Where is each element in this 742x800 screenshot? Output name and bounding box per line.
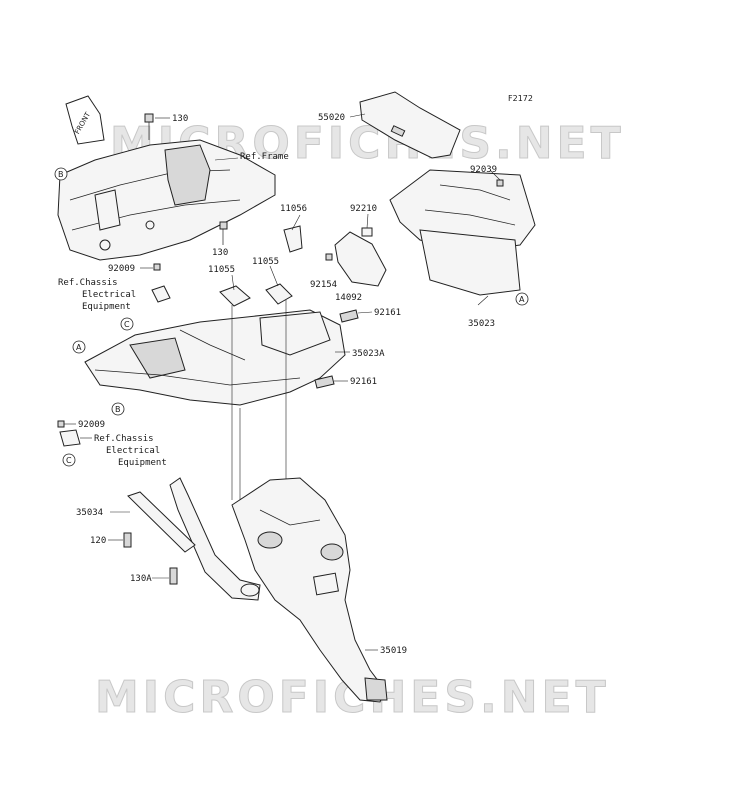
callout-35023: 35023: [468, 319, 495, 329]
tag-A-2: A: [515, 292, 529, 306]
clamp-11055-a: [219, 285, 251, 307]
svg-text:B: B: [115, 405, 121, 414]
ref-chassis-2-line1: Ref.Chassis: [94, 434, 154, 444]
frame-assembly: [57, 139, 276, 261]
bracket-14092: [334, 231, 387, 287]
ref-frame-label: Ref.Frame: [240, 152, 289, 162]
pad-92161-a: [339, 309, 359, 323]
bracket-11056: [283, 225, 303, 253]
tag-C-1: C: [120, 317, 134, 331]
callout-92039: 92039: [470, 165, 497, 175]
ref-chassis-1-line3: Equipment: [82, 302, 131, 312]
callout-92154: 92154: [310, 280, 337, 290]
pad-92161-b: [314, 375, 335, 389]
callout-120: 120: [90, 536, 106, 546]
screw-92009-top: [153, 263, 161, 271]
collar-92210: [361, 227, 373, 237]
bolt-130-mid: [219, 221, 228, 245]
tag-C-2: C: [62, 453, 76, 467]
screw-92009-bot: [57, 420, 65, 428]
tray-35023: [389, 169, 536, 296]
tag-B-1: B: [54, 167, 68, 181]
bracket-ref-chassis-2: [59, 429, 81, 447]
screw-92154: [325, 253, 333, 261]
callout-130-mid: 130: [212, 248, 228, 258]
svg-text:B: B: [58, 170, 64, 179]
callout-11056: 11056: [280, 204, 307, 214]
svg-text:A: A: [519, 295, 525, 304]
svg-text:A: A: [76, 343, 82, 352]
callout-92161-a: 92161: [374, 308, 401, 318]
callout-130-top: 130: [172, 114, 188, 124]
ref-chassis-1-line2: Electrical: [82, 290, 136, 300]
callout-11055-a: 11055: [208, 265, 235, 275]
svg-text:C: C: [66, 456, 72, 465]
callout-35019: 35019: [380, 646, 407, 656]
bracket-ref-chassis-1: [151, 285, 171, 303]
tag-B-2: B: [111, 402, 125, 416]
ref-chassis-2-line2: Electrical: [106, 446, 160, 456]
rear-fender-35019: [231, 477, 388, 703]
ref-chassis-1-line1: Ref.Chassis: [58, 278, 118, 288]
callout-14092: 14092: [335, 293, 362, 303]
callout-11055-b: 11055: [252, 257, 279, 267]
callout-35023A: 35023A: [352, 349, 385, 359]
cover-55020: [359, 91, 461, 159]
bolt-130-top: [144, 113, 154, 140]
callout-92009-bot: 92009: [78, 420, 105, 430]
callout-92161-b: 92161: [350, 377, 377, 387]
figure-id: F2172: [508, 94, 533, 103]
callout-55020: 55020: [318, 113, 345, 123]
bolt-130A: [169, 567, 178, 585]
callout-92009-top: 92009: [108, 264, 135, 274]
tag-A-1: A: [72, 340, 86, 354]
callout-130A: 130A: [130, 574, 152, 584]
callout-92210: 92210: [350, 204, 377, 214]
front-arrow-icon: FRONT: [65, 95, 105, 145]
clamp-11055-b: [265, 283, 293, 305]
callout-35034: 35034: [76, 508, 103, 518]
stay-35034: [127, 477, 261, 601]
svg-text:C: C: [124, 320, 130, 329]
bolt-92039: [496, 179, 504, 187]
ref-chassis-2-line3: Equipment: [118, 458, 167, 468]
under-tray-35023A: [84, 309, 346, 406]
bolt-120: [123, 532, 132, 548]
